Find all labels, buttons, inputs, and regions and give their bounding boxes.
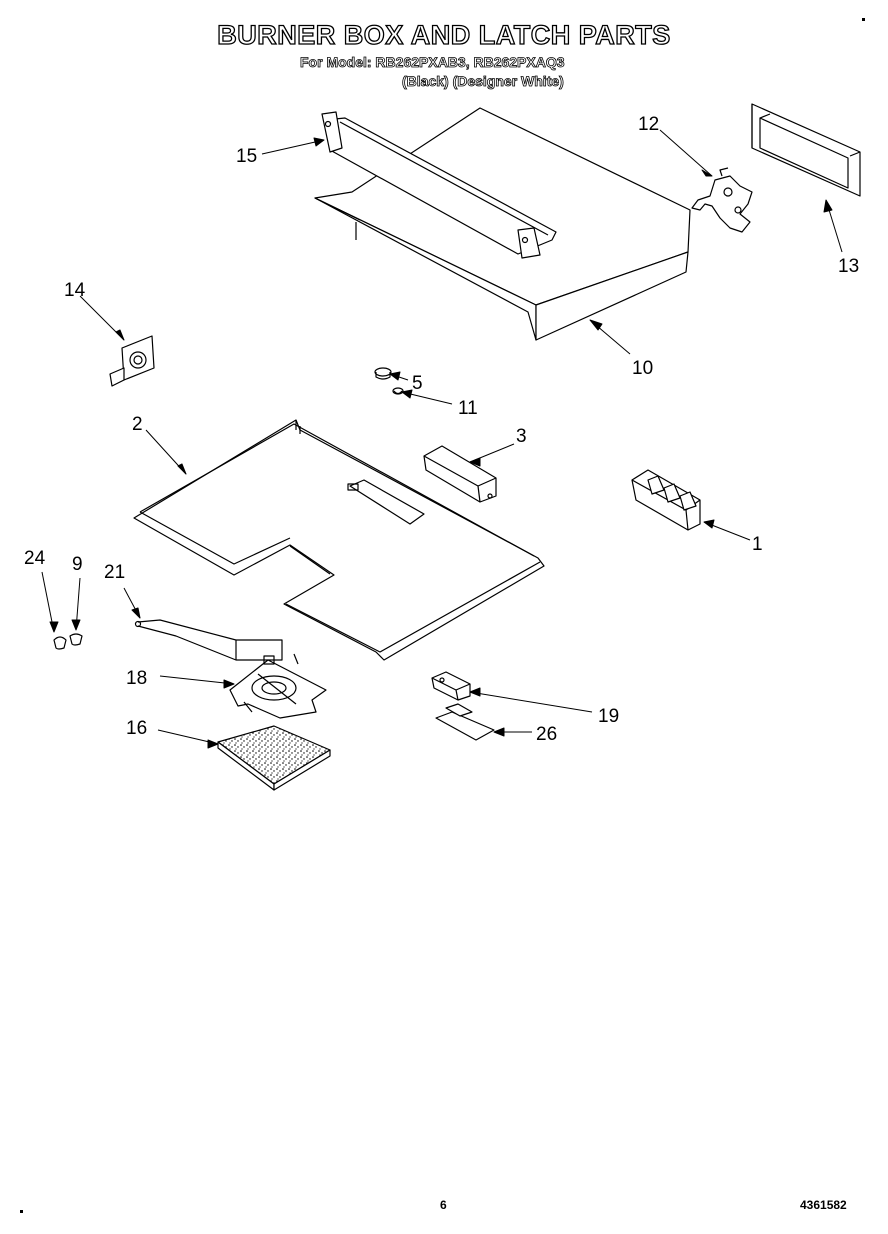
latch-rod [134, 619, 283, 661]
callout-13: 13 [838, 256, 859, 277]
callout-18: 18 [126, 668, 147, 689]
callout-24: 24 [24, 548, 46, 569]
registration-mark [862, 18, 865, 21]
callout-21: 21 [104, 562, 125, 583]
callout-16: 16 [126, 718, 147, 739]
callout-1: 1 [752, 534, 763, 555]
callout-9: 9 [72, 554, 83, 575]
small-bracket [109, 335, 155, 387]
callout-5: 5 [412, 373, 423, 394]
insulation-pad [217, 725, 331, 791]
callout-12: 12 [638, 114, 659, 135]
model-line: For Model: RB262PXAB3, RB262PXAQ3 [300, 54, 565, 71]
latch-mechanism [229, 653, 327, 719]
callout-10: 10 [632, 358, 653, 379]
valve-assembly [691, 167, 753, 233]
callout-14: 14 [64, 280, 86, 301]
callout-26: 26 [536, 724, 557, 745]
leader-lines [41, 129, 843, 749]
switch-plate [435, 703, 495, 741]
callout-11: 11 [458, 398, 478, 419]
page-number: 6 [440, 1198, 447, 1212]
callout-3: 3 [516, 426, 527, 447]
frame-box [751, 103, 861, 197]
callout-2: 2 [132, 414, 143, 435]
small-clip [392, 387, 404, 395]
registration-mark [20, 1210, 23, 1213]
callout-15: 15 [236, 146, 257, 167]
igniter-housing [423, 445, 497, 503]
latch-switch [431, 671, 471, 701]
cap-right [69, 633, 83, 646]
color-line: (Black) (Designer White) [402, 73, 565, 90]
bracket-strip [321, 111, 557, 259]
callout-19: 19 [598, 706, 619, 727]
small-fastener [374, 367, 392, 380]
cap-left [53, 636, 67, 650]
page-title: BURNER BOX AND LATCH PARTS [217, 19, 671, 50]
burner-bracket [631, 469, 701, 531]
burner-box-base [133, 419, 545, 661]
document-number: 4361582 [800, 1198, 847, 1212]
